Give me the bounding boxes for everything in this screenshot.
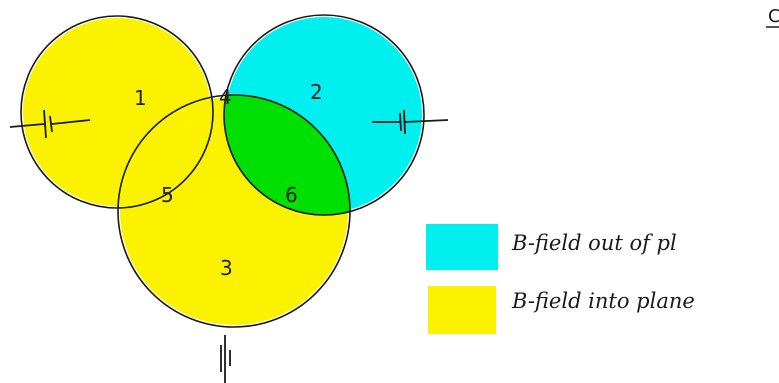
right-battery-icon — [372, 109, 449, 135]
legend-swatch-out — [426, 224, 498, 270]
region-label-1: 1 — [134, 86, 147, 110]
right-loop-outline — [223, 14, 425, 216]
region-label-6: 6 — [285, 183, 298, 207]
left-battery-icon — [9, 109, 91, 139]
left-loop-outline — [20, 15, 214, 209]
region-label-4: 4 — [219, 85, 232, 109]
region-label-3: 3 — [220, 256, 233, 280]
corner-mark-text: C — [768, 6, 779, 27]
legend-swatch-in — [428, 286, 496, 334]
bottom-loop-outline — [117, 94, 351, 328]
legend-label-out: B-field out of pl — [511, 231, 677, 255]
region-label-2: 2 — [310, 80, 323, 104]
bottom-battery-icon — [220, 335, 231, 383]
region-label-5: 5 — [161, 183, 174, 207]
legend-label-in: B-field into plane — [511, 289, 695, 313]
